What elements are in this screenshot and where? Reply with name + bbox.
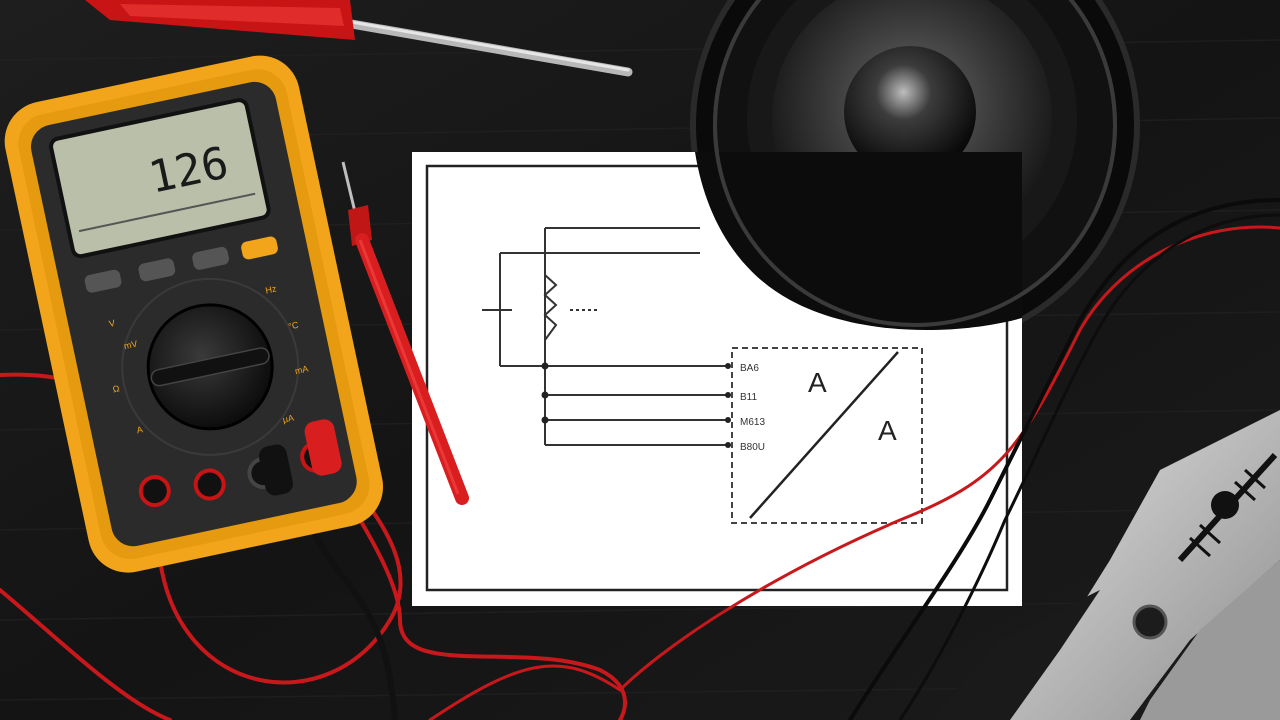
pin-label-2: B11: [740, 392, 757, 403]
pin-label-4: B80U: [740, 442, 765, 453]
schematic-junction-dots: [541, 362, 731, 448]
block-label-top: A: [808, 367, 827, 398]
screwdriver: [85, 0, 633, 77]
red-test-probe: [341, 161, 469, 505]
test-leads: [0, 198, 1280, 720]
pin-label-1: BA6: [740, 363, 759, 374]
block-label-bottom: A: [878, 415, 897, 446]
svg-text:°C: °C: [287, 320, 299, 332]
svg-text:mA: mA: [294, 364, 309, 377]
svg-text:Hz: Hz: [265, 283, 278, 295]
rotary-dial-markings: VmV Ω A Hz °C mA μA: [108, 277, 309, 456]
svg-text:mV: mV: [123, 339, 138, 352]
svg-text:Ω: Ω: [112, 383, 121, 394]
schematic-component-block: [731, 347, 923, 524]
svg-text:V: V: [108, 318, 116, 329]
svg-text:A: A: [136, 424, 144, 435]
probe-plugs: [258, 419, 342, 496]
schematic-paper: BA6 B11 M613 B80U A A: [412, 0, 1117, 606]
svg-text:μA: μA: [282, 413, 295, 425]
schematic-wiring: [482, 227, 728, 446]
multimeter-lcd: [49, 98, 271, 259]
wire-stripper-pliers: [930, 410, 1280, 720]
pin-label-3: M613: [740, 417, 765, 428]
multimeter-buttons: [84, 236, 278, 293]
